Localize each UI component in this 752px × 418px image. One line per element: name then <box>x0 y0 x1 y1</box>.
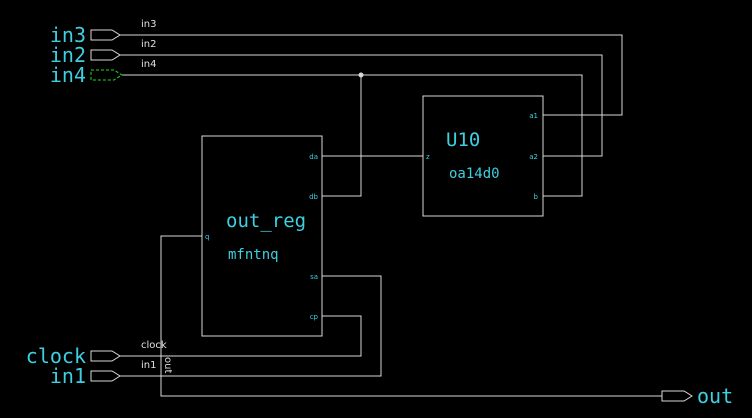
port-clock[interactable] <box>90 350 121 362</box>
label-out: out <box>697 384 733 408</box>
out-reg-pin-q: q <box>205 233 209 241</box>
label-in4: in4 <box>50 63 86 87</box>
port-in2[interactable] <box>90 49 121 61</box>
label-in3: in3 <box>50 23 86 47</box>
label-in2: in2 <box>50 43 86 67</box>
u10-pin-b: b <box>534 193 539 201</box>
net-label-in2: in2 <box>141 39 156 50</box>
cell-out-reg[interactable] <box>201 135 323 337</box>
cell-u10[interactable] <box>422 95 544 217</box>
u10-instance-name: U10 <box>446 129 480 151</box>
label-clock: clock <box>26 344 86 368</box>
net-label-in4: in4 <box>141 59 156 70</box>
out-reg-pin-cp: cp <box>310 313 319 321</box>
net-label-in1: in1 <box>141 360 156 371</box>
junction-dot <box>358 72 364 78</box>
out-reg-instance-name: out_reg <box>226 210 306 232</box>
u10-cell-name: oa14d0 <box>449 166 500 182</box>
port-in4[interactable] <box>90 69 123 81</box>
out-reg-pin-da: da <box>309 153 318 161</box>
port-in3[interactable] <box>90 29 121 41</box>
wire-out[interactable] <box>160 235 662 397</box>
wire-clock[interactable] <box>120 315 362 357</box>
out-reg-cell-name: mfntnq <box>228 247 279 263</box>
label-in1: in1 <box>50 364 86 388</box>
wire-in4[interactable] <box>122 74 583 197</box>
out-reg-pin-sa: sa <box>310 273 318 281</box>
port-in1[interactable] <box>90 370 121 382</box>
u10-pin-a2: a2 <box>529 153 538 161</box>
port-out[interactable] <box>661 390 693 402</box>
wire-in4-to-db[interactable] <box>322 75 362 197</box>
wire-in1[interactable] <box>120 275 382 377</box>
net-label-clock: clock <box>141 340 167 351</box>
net-label-out: out <box>162 357 173 373</box>
u10-pin-z: z <box>426 153 430 161</box>
out-reg-pin-db: db <box>309 193 318 201</box>
u10-pin-a1: a1 <box>529 112 538 120</box>
net-label-in3: in3 <box>141 19 156 30</box>
wire-in2[interactable] <box>120 54 603 157</box>
